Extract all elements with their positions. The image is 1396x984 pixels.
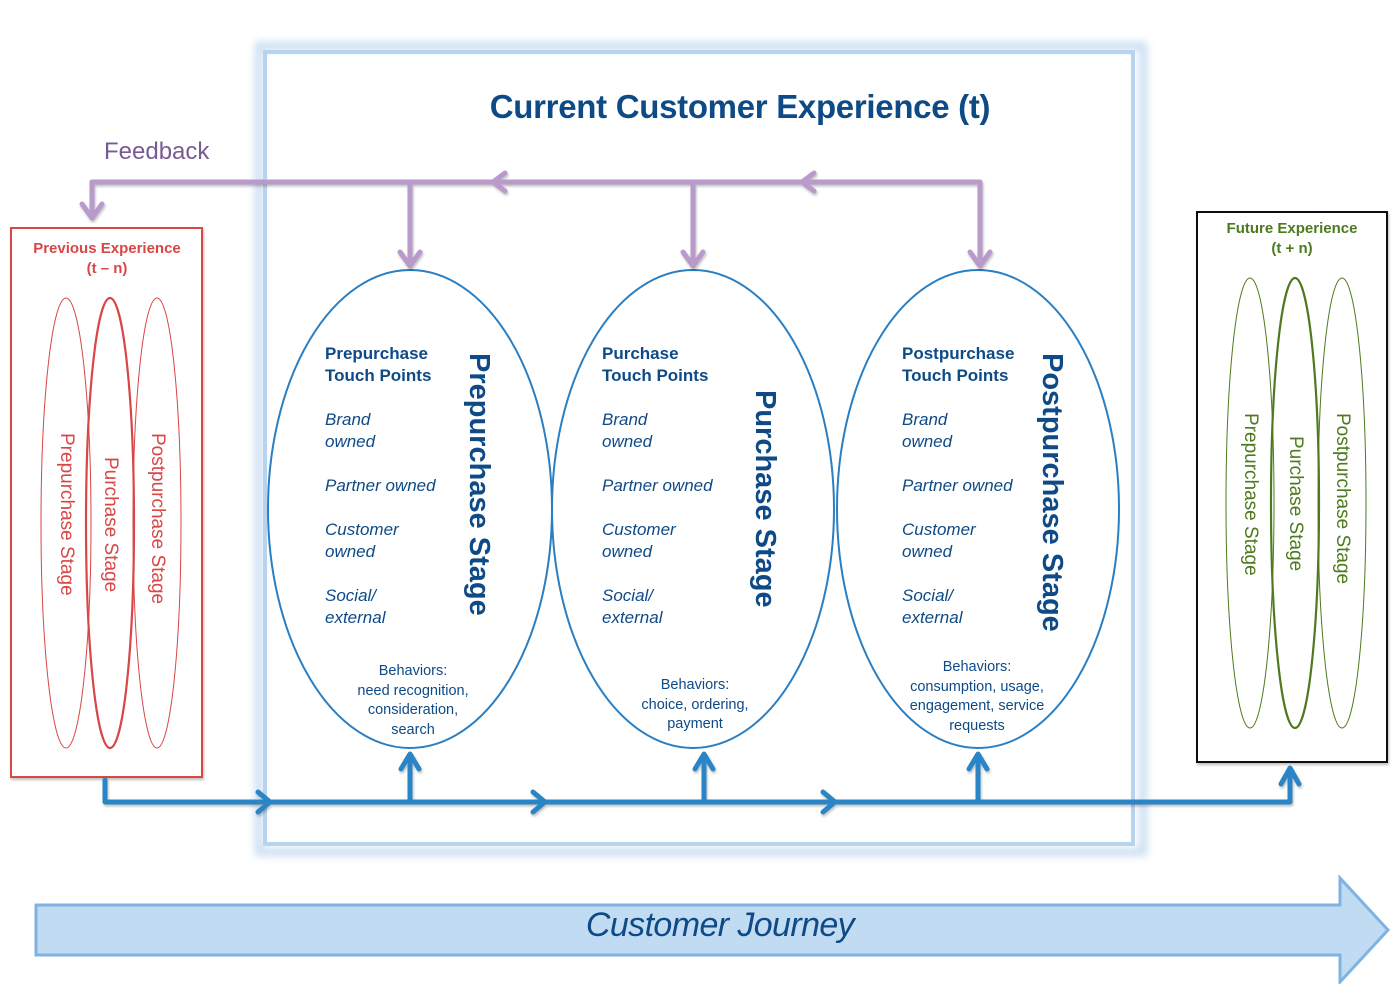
touchpoint-customer-owned: Customer owned [602,520,676,561]
behaviors-text: requests [949,717,1005,734]
flow-arrowhead-purchase [692,751,716,772]
touchpoint-social-external: Social/ external [325,586,386,627]
prev-ellipse-purchase [84,296,136,750]
current-experience-frame [255,42,1147,856]
previous-experience-title-line1: Previous Experience [33,240,181,257]
stage-label-purchase: Purchase Stage [749,390,781,608]
feedback-arrowhead-previous [79,201,105,221]
flow-chevron-3 [820,789,838,815]
touchpoints-heading-line2: Touch Points [602,366,709,385]
feedback-label: Feedback [104,138,210,165]
future-ellipse-prepurchase [1225,277,1275,729]
flow-arrowhead-prepurchase [398,751,422,772]
behaviors-text: payment [667,716,723,732]
purchase-touchpoints: Purchase Touch Points Brand owned Partne… [602,343,732,629]
touchpoints-heading-line1: Prepurchase [325,344,428,363]
flow-chevron-1 [255,789,273,815]
touchpoints-heading: Postpurchase Touch Points [902,343,1032,387]
touchpoints-heading-line1: Purchase [602,344,679,363]
flow-arrows [102,751,1302,815]
touchpoints-heading: Purchase Touch Points [602,343,732,387]
behaviors-text: choice, ordering, [641,696,749,713]
future-experience-title-line2: (t + n) [1271,240,1313,257]
prev-stage-prepurchase: Prepurchase Stage [56,433,77,596]
stage-label-prepurchase: Prepurchase Stage [463,353,495,616]
previous-experience-title: Previous Experience (t – n) [12,239,202,279]
feedback-arrowhead-postpurchase [967,249,993,269]
future-ellipse-postpurchase [1317,277,1367,729]
flow-arrowhead-future [1278,765,1302,787]
touchpoints-heading-line2: Touch Points [325,366,432,385]
touchpoint-brand-owned: Brand owned [325,410,376,451]
flow-chevron-2 [530,789,548,815]
touchpoints-heading-line1: Postpurchase [902,344,1015,363]
purchase-behaviors: Behaviors: choice, ordering, payment [610,676,780,735]
behaviors-text: search [391,721,435,738]
prev-stage-purchase: Purchase Stage [100,457,121,593]
future-ellipse-purchase [1269,276,1321,730]
prepurchase-behaviors: Behaviors: need recognition, considerati… [328,662,498,740]
behaviors-label: Behaviors: [942,659,1012,675]
touchpoint-partner-owned: Partner owned [602,476,713,495]
future-stage-prepurchase: Prepurchase Stage [1240,413,1261,576]
feedback-arrows [79,170,993,269]
future-experience-box [1196,211,1388,763]
feedback-chevron-1 [490,170,508,194]
flow-line [102,769,1293,805]
touchpoint-partner-owned: Partner owned [325,476,436,495]
feedback-arrowhead-prepurchase [397,249,423,269]
prepurchase-touchpoints: Prepurchase Touch Points Brand owned Par… [325,343,455,629]
stage-label-postpurchase: Postpurchase Stage [1036,353,1068,632]
future-stage-postpurchase: Postpurchase Stage [1332,413,1353,585]
behaviors-label: Behaviors: [378,663,448,679]
behaviors-text: engagement, service [909,698,1045,714]
touchpoint-customer-owned: Customer owned [902,520,976,561]
future-stage-purchase: Purchase Stage [1285,436,1306,572]
future-experience-title-line1: Future Experience [1226,220,1358,237]
page-title: Current Customer Experience (t) [489,88,991,125]
touchpoint-partner-owned: Partner owned [902,476,1013,495]
touchpoints-heading-line2: Touch Points [902,366,1009,385]
previous-experience-title-line2: (t – n) [86,260,128,277]
feedback-arrowhead-purchase [680,249,706,269]
customer-journey-arrow [34,874,1391,984]
touchpoints-heading: Prepurchase Touch Points [325,343,455,387]
behaviors-text: need recognition, [357,682,469,699]
feedback-line [89,179,983,261]
touchpoint-brand-owned: Brand owned [602,410,653,451]
touchpoint-brand-owned: Brand owned [902,410,953,451]
feedback-chevron-2 [799,170,817,194]
behaviors-text: consumption, usage, [910,678,1044,695]
touchpoint-social-external: Social/ external [902,586,963,627]
customer-journey-label: Customer Journey [585,906,855,944]
prev-ellipse-postpurchase [132,297,182,749]
flow-arrowhead-postpurchase [966,751,990,772]
future-experience-title: Future Experience (t + n) [1197,219,1387,259]
touchpoint-customer-owned: Customer owned [325,520,399,561]
touchpoint-social-external: Social/ external [602,586,663,627]
prev-stage-postpurchase: Postpurchase Stage [147,433,168,605]
stage-ellipse-purchase [551,269,835,749]
behaviors-label: Behaviors: [660,677,730,693]
stage-ellipse-postpurchase [836,269,1120,749]
prev-ellipse-prepurchase [40,297,92,749]
previous-experience-box [10,227,203,778]
postpurchase-behaviors: Behaviors: consumption, usage, engagemen… [892,658,1062,736]
postpurchase-touchpoints: Postpurchase Touch Points Brand owned Pa… [902,343,1032,629]
behaviors-text: consideration, [367,702,459,718]
